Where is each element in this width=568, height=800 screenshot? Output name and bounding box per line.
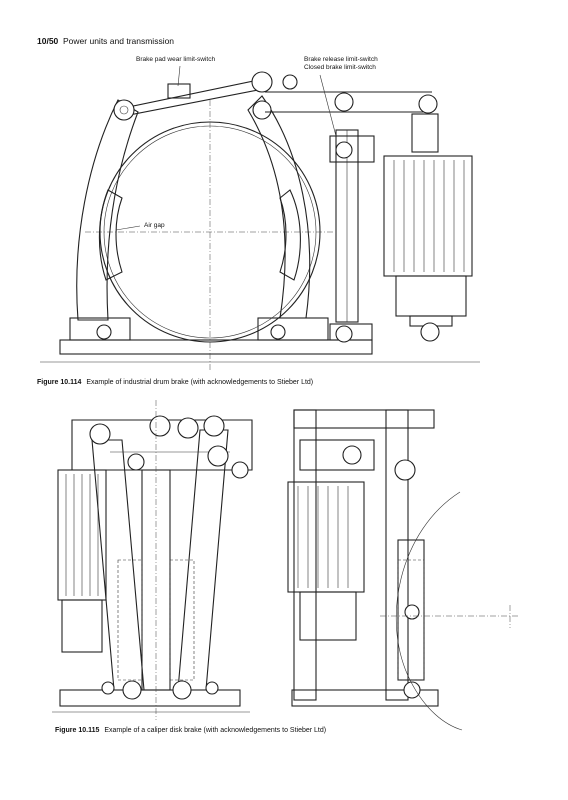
page-number: 10/50 bbox=[37, 36, 59, 46]
label-release-line-2: Closed brake limit-switch bbox=[304, 63, 376, 71]
caption-114-number: Figure 10.114 bbox=[37, 379, 82, 386]
label-release-switch: Brake release limit-switch Closed brake … bbox=[304, 56, 378, 71]
caption-figure-10-115: Figure 10.115 Example of a caliper disk … bbox=[55, 727, 326, 734]
caption-115-number: Figure 10.115 bbox=[55, 727, 100, 734]
caption-figure-10-114: Figure 10.114 Example of industrial drum… bbox=[37, 379, 313, 386]
section-title: Power units and transmission bbox=[63, 36, 175, 46]
label-release-line-1: Brake release limit-switch bbox=[304, 56, 378, 63]
caption-115-text: Example of a caliper disk brake (with ac… bbox=[104, 727, 327, 734]
label-pad-wear-switch: Brake pad wear limit-switch bbox=[136, 56, 216, 63]
caption-114-text: Example of industrial drum brake (with a… bbox=[86, 379, 314, 386]
page-header: 10/50 Power units and transmission bbox=[37, 36, 174, 46]
label-air-gap: Air gap bbox=[144, 222, 165, 229]
